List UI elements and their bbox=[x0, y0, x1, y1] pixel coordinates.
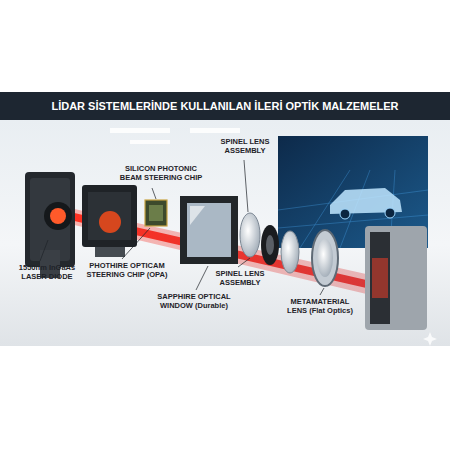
callout-label: SAPPHIRE OPTICAL WINDOW (Durable) bbox=[156, 293, 232, 310]
callout-label: SILICON PHOTONIC BEAM STEERING CHIP bbox=[118, 165, 204, 182]
beam-module bbox=[82, 185, 137, 257]
photonic-chip bbox=[145, 200, 167, 226]
callout-label: PHOTHIRE OPTICAM STEERING CHIP (OPA) bbox=[86, 262, 168, 279]
lab-background bbox=[0, 120, 450, 346]
callout-label: METAMATERIAL LENS (Flat Optics) bbox=[280, 298, 360, 315]
sapphire-window bbox=[180, 196, 238, 264]
callout-label: SPINEL LENS ASSEMBLY bbox=[218, 138, 272, 155]
receiver-device bbox=[365, 226, 427, 330]
spinel-lens bbox=[240, 213, 260, 257]
callout-label: SPINEL LENS ASSEMBLY bbox=[210, 270, 270, 287]
title-band bbox=[0, 92, 450, 120]
metamaterial-lens bbox=[312, 230, 338, 286]
laser-diode-housing bbox=[25, 172, 75, 278]
title-heading: LİDAR SİSTEMLERİNDE KULLANILAN İLERİ OPT… bbox=[0, 92, 450, 120]
spinel-lens-2 bbox=[281, 231, 299, 273]
sparkle-icon bbox=[423, 332, 437, 346]
lens-ring bbox=[261, 225, 279, 265]
leader-lines bbox=[40, 160, 324, 295]
callout-label: 1550nm InGaAs LASER DIODE bbox=[12, 264, 82, 281]
